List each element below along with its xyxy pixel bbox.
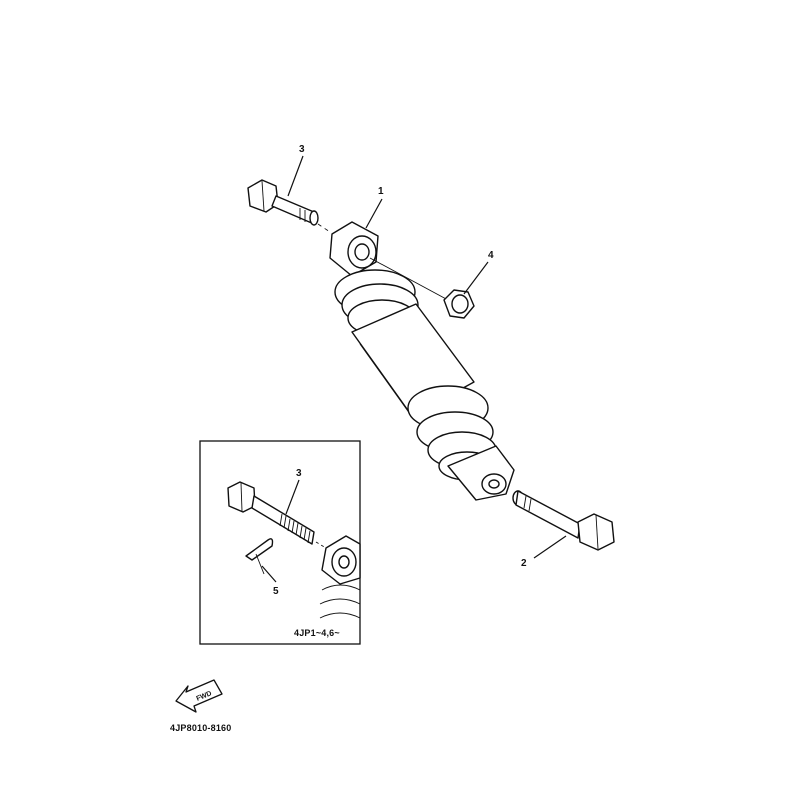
cotter-pin-leader [261,565,277,583]
lower-bolt [512,490,615,551]
upper-bolt-leader [287,155,304,197]
nut-leader [463,261,489,295]
inset-model-code: 4JP1~4,6~ [294,628,340,638]
inset-bolt-leader [285,479,300,515]
nut [443,289,475,319]
inset-content [227,481,361,619]
callout-shock-absorber: 1 [378,186,384,197]
callout-nut: 4 [488,250,494,261]
fwd-arrow-icon: FWD [175,679,223,713]
diagram-code: 4JP8010-8160 [170,723,231,733]
upper-bolt [247,179,319,226]
callout-inset-bolt: 3 [296,468,302,479]
callout-lower-bolt: 2 [521,558,527,569]
shock-absorber [329,221,515,501]
inset-frame [199,440,361,645]
lower-bolt-leader [533,535,567,559]
shock-absorber-leader [365,198,383,229]
callout-upper-bolt: 3 [299,144,305,155]
callout-cotter-pin: 5 [273,586,279,597]
